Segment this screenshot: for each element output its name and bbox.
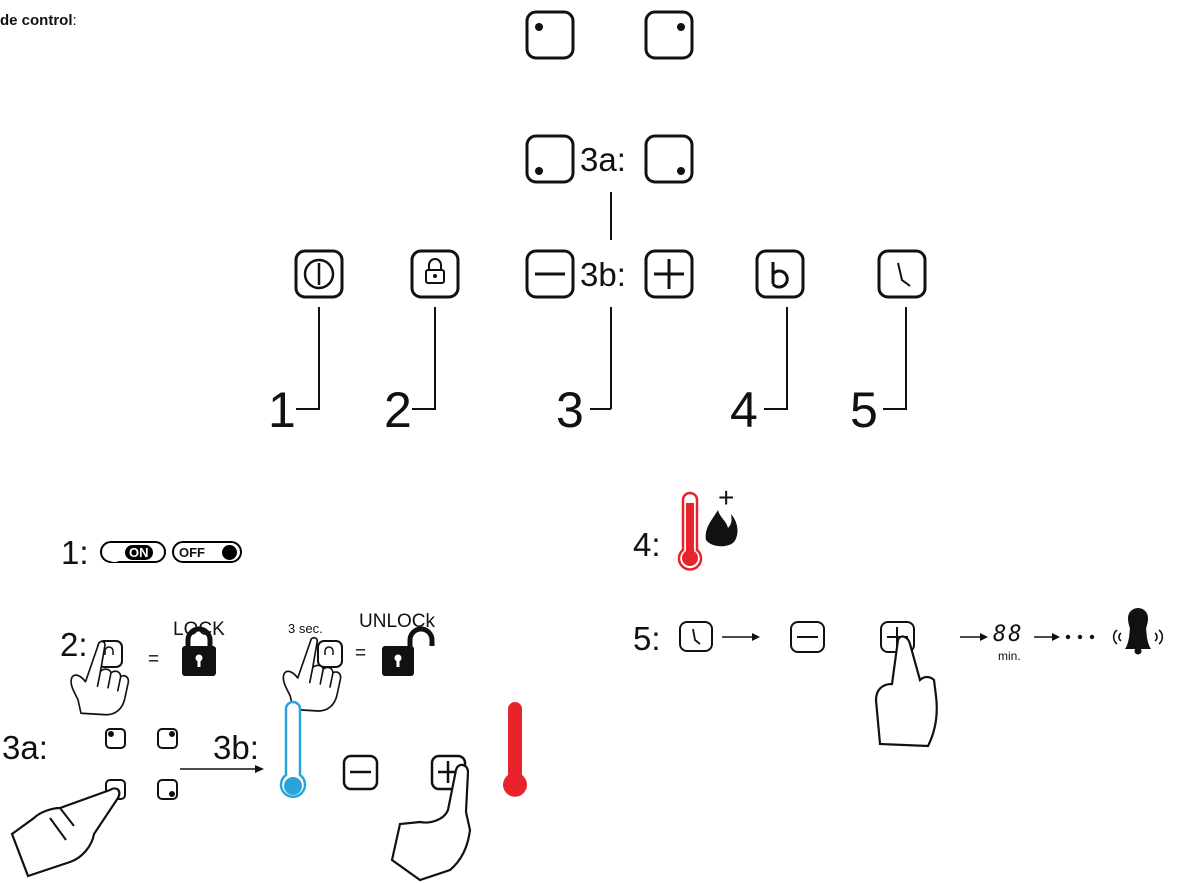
timer-icon-mini <box>679 621 713 652</box>
callout-4: 4 <box>730 382 758 438</box>
timer-unit-label: min. <box>998 649 1021 663</box>
off-text: OFF <box>179 544 205 560</box>
power-adjust-label: 3b: <box>580 256 626 293</box>
unlock-label: UNLOCk <box>359 611 436 632</box>
thermometer-cold-icon <box>279 700 307 798</box>
on-switch-icon: ON <box>100 541 166 563</box>
flame-icon <box>705 510 738 547</box>
zone-icons-mini <box>105 728 178 800</box>
bell-alarm-icon <box>1112 608 1164 655</box>
thermometer-hot-icon <box>502 702 527 797</box>
pointing-hand-icon <box>874 635 938 748</box>
timer-display: 88 <box>993 622 1024 647</box>
arrow-right-icon <box>722 633 760 641</box>
lock-button[interactable] <box>410 249 460 299</box>
lock-key-illustration <box>70 640 130 716</box>
zone-button-bottom-right[interactable] <box>644 134 694 184</box>
legend-3b-label: 3b: <box>213 729 259 766</box>
minus-icon-mini <box>790 621 825 653</box>
padlock-closed-icon <box>182 626 216 676</box>
boost-plus-sign: + <box>718 482 735 513</box>
equals-sign: = <box>355 643 367 664</box>
zone-button-bottom-left[interactable] <box>525 134 575 184</box>
zone-select-label: 3a: <box>580 141 626 178</box>
callout-3: 3 <box>556 382 584 438</box>
zone-button-top-right[interactable] <box>644 10 694 60</box>
power-button[interactable] <box>294 249 344 299</box>
on-text: ON <box>125 544 153 560</box>
off-switch-icon: OFF <box>172 541 242 563</box>
callout-1: 1 <box>268 382 296 438</box>
zone-button-top-left[interactable] <box>525 10 575 60</box>
legend-4-label: 4: <box>633 526 661 563</box>
ellipsis-dots <box>1065 634 1095 640</box>
boost-button[interactable] <box>755 249 805 299</box>
legend-1-label: 1: <box>61 534 89 571</box>
thermometer-boost-icon <box>677 491 703 571</box>
legend-5-label: 5: <box>633 620 661 657</box>
plus-button[interactable] <box>644 249 694 299</box>
equals-sign: = <box>148 649 160 670</box>
lock-key-illustration-hold <box>282 636 343 712</box>
pointing-hand-icon <box>390 763 472 882</box>
hold-duration-label: 3 sec. <box>288 621 323 636</box>
panel-title: de control: <box>0 12 77 29</box>
minus-icon-mini <box>342 754 379 791</box>
legend-3a-label: 3a: <box>2 729 48 766</box>
legend-2-label: 2: <box>60 626 88 663</box>
callout-5: 5 <box>850 382 878 438</box>
timer-button[interactable] <box>877 249 927 299</box>
callout-2: 2 <box>384 382 412 438</box>
padlock-open-icon <box>382 626 435 676</box>
lock-label: LOCK <box>173 619 225 640</box>
arrow-right-icon <box>960 633 1060 641</box>
arrow-right-icon <box>180 765 264 773</box>
pointing-hand-icon <box>10 787 121 878</box>
minus-button[interactable] <box>525 249 575 299</box>
